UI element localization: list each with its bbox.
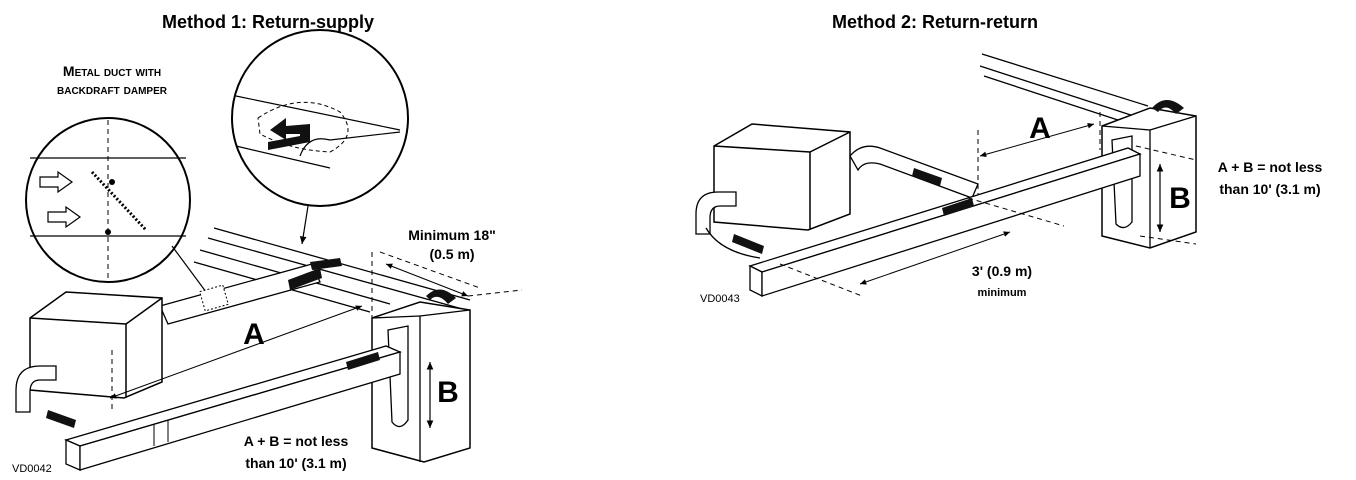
method2-sum-line1: A + B = not less xyxy=(1218,159,1323,175)
furnace-method1 xyxy=(15,291,163,413)
method1-label-a: A xyxy=(243,318,265,351)
method1-sum-line1: A + B = not less xyxy=(244,433,349,449)
top-duct-lines xyxy=(979,53,1149,123)
method2-distance-line1: 3' (0.9 m) xyxy=(972,263,1032,279)
damper-detail-circle xyxy=(25,117,191,283)
method2-title: Method 2: Return-return xyxy=(832,12,1038,32)
method1-diagram: Method 1: Return-supply Metal duct with … xyxy=(12,12,523,475)
airflow-arrow-icon xyxy=(39,170,74,194)
min-distance-line2: (0.5 m) xyxy=(429,246,474,262)
return-box-method1 xyxy=(371,289,471,463)
damper-callout-line2: backdraft damper xyxy=(57,81,168,97)
method1-code: VD0042 xyxy=(12,463,52,475)
method2-sum-line2: than 10' (3.1 m) xyxy=(1219,181,1320,197)
method2-label-a: A xyxy=(1029,112,1051,145)
furnace-method2 xyxy=(695,123,851,235)
method2-diagram: Method 2: Return-return xyxy=(695,12,1323,305)
damper-duct xyxy=(159,258,342,325)
damper-callout-line1: Metal duct with xyxy=(63,63,161,79)
method2-label-b: B xyxy=(1169,182,1191,215)
method1-title: Method 1: Return-supply xyxy=(162,12,374,32)
method2-distance-line2: minimum xyxy=(978,287,1027,299)
method1-sum-line2: than 10' (3.1 m) xyxy=(245,455,346,471)
method2-code: VD0043 xyxy=(700,293,740,305)
airflow-arrow-icon xyxy=(47,205,82,229)
min-distance-line1: Minimum 18" xyxy=(408,227,496,243)
method1-label-b: B xyxy=(437,376,459,409)
floor-duct-method2 xyxy=(705,147,1142,298)
upper-return-duct xyxy=(849,145,979,199)
elbow-detail-circle xyxy=(231,29,409,207)
